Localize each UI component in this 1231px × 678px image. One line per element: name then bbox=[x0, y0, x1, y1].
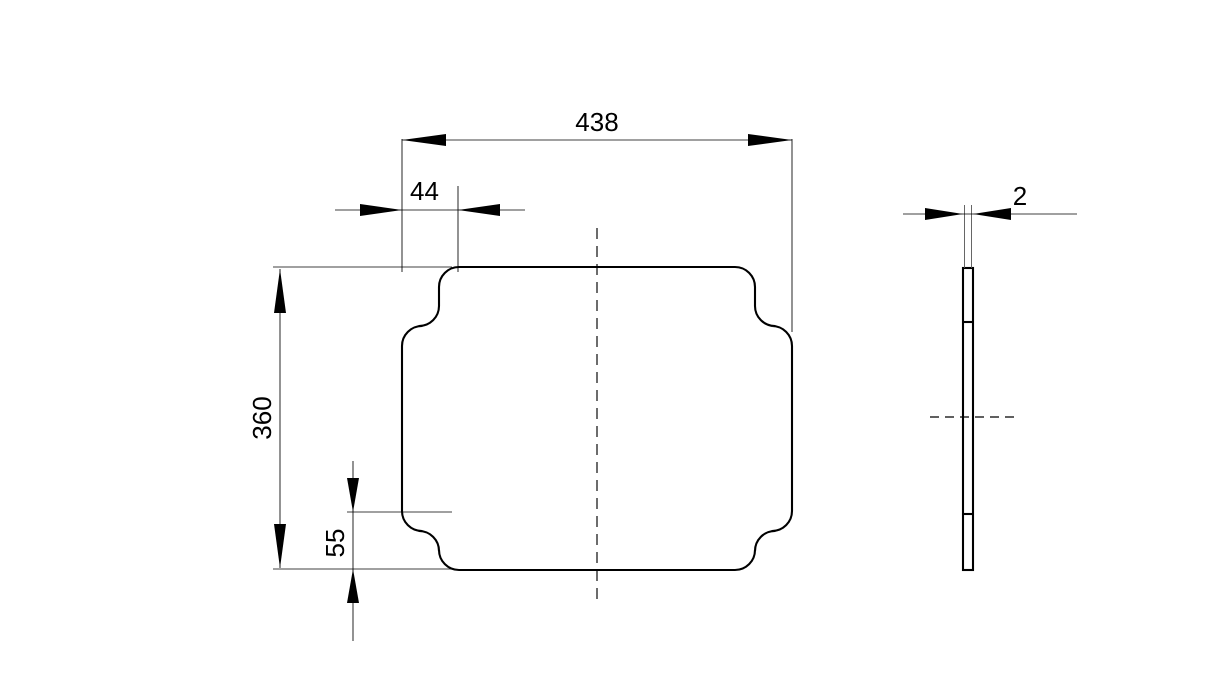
dimension-44-arrowhead-left bbox=[360, 204, 402, 216]
dimension-360-arrowhead-top bbox=[274, 269, 286, 313]
dimension-55-notch-height: 55 bbox=[320, 461, 452, 641]
dimension-438-arrowhead-left bbox=[402, 134, 446, 146]
dimension-55-label: 55 bbox=[320, 529, 350, 558]
dimension-55-arrowhead-top bbox=[347, 478, 359, 512]
side-view-plate-body bbox=[961, 266, 975, 572]
front-view: 438 44 360 bbox=[247, 107, 794, 641]
dimension-438-arrowhead-right bbox=[748, 134, 792, 146]
dimension-55-arrowhead-bottom bbox=[347, 569, 359, 603]
front-view-part-outline bbox=[400, 265, 794, 572]
dimension-2-label: 2 bbox=[1013, 181, 1027, 211]
dimension-44-label: 44 bbox=[410, 176, 439, 206]
side-view: 2 bbox=[903, 181, 1077, 572]
dimension-360-overall-height: 360 bbox=[247, 266, 452, 570]
dimension-360-label: 360 bbox=[247, 396, 277, 439]
dimension-44-notch-width: 44 bbox=[335, 176, 525, 272]
dimension-2-thickness: 2 bbox=[903, 181, 1077, 220]
dimension-2-arrowhead-left bbox=[925, 208, 963, 220]
dimension-438-label: 438 bbox=[575, 107, 618, 137]
dimension-2-arrowhead-right bbox=[973, 208, 1011, 220]
dimension-360-arrowhead-bottom bbox=[274, 524, 286, 568]
dimension-44-arrowhead-right bbox=[458, 204, 500, 216]
dimension-438-overall-width: 438 bbox=[401, 107, 793, 332]
